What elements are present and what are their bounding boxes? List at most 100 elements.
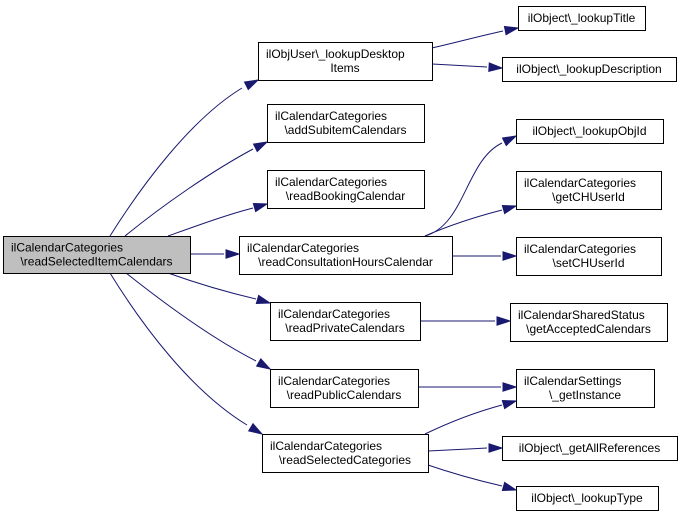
node-box[interactable] — [270, 302, 421, 341]
edge-n1-n8 — [431, 25, 520, 49]
node-n8[interactable]: ilObject\_lookupTitle — [518, 6, 646, 31]
edge-n4-n10 — [424, 135, 518, 237]
node-box[interactable] — [267, 170, 425, 209]
node-box[interactable] — [502, 436, 678, 461]
edge-line — [424, 463, 503, 487]
node-label-line: ilCalendarSettings — [524, 374, 621, 388]
arrowhead-icon — [503, 25, 520, 36]
arrowhead-icon — [488, 443, 504, 453]
node-n5[interactable]: ilCalendarCategories\readPrivateCalendar… — [270, 302, 421, 341]
node-box[interactable] — [516, 119, 664, 144]
edge-n4-n11 — [424, 205, 518, 237]
node-box[interactable] — [516, 171, 662, 210]
edge-line — [124, 148, 254, 237]
node-label-line: ilObjUser\_lookupDesktop — [266, 47, 405, 61]
node-label-line: ilCalendarSharedStatus — [518, 308, 645, 322]
node-n2[interactable]: ilCalendarCategories\addSubitemCalendars — [267, 104, 425, 143]
node-n6[interactable]: ilCalendarCategories\readPublicCalendars — [270, 369, 419, 408]
node-label-line: \readPublicCalendars — [287, 388, 402, 402]
node-label-line: ilObject\_getAllReferences — [519, 441, 660, 455]
edge-root-n1 — [109, 79, 260, 237]
node-label-line: ilCalendarCategories — [275, 109, 387, 123]
node-label-line: ilCalendarCategories — [524, 242, 636, 256]
edge-line — [424, 404, 503, 435]
arrowhead-icon — [501, 481, 518, 491]
edge-root-n7 — [109, 272, 264, 435]
node-box[interactable] — [3, 236, 191, 274]
edge-line — [125, 272, 257, 362]
arrowhead-icon — [247, 422, 264, 435]
node-n7[interactable]: ilCalendarCategories\readSelectedCategor… — [262, 434, 429, 473]
edge-n1-n9 — [431, 62, 504, 72]
arrowhead-icon — [501, 400, 518, 410]
node-label-line: ilCalendarCategories — [11, 241, 123, 255]
node-label-line: \readBookingCalendar — [286, 189, 405, 203]
node-n9[interactable]: ilObject\_lookupDescription — [502, 57, 677, 82]
edge-root-n6 — [125, 272, 272, 370]
arrowhead-icon — [501, 135, 518, 147]
node-root[interactable]: ilCalendarCategories\readSelectedItemCal… — [3, 236, 191, 274]
node-n12[interactable]: ilCalendarCategories\setCHUserId — [516, 237, 662, 276]
node-n11[interactable]: ilCalendarCategories\getCHUserId — [516, 171, 662, 210]
node-label-line: ilCalendarCategories — [524, 176, 636, 190]
node-label-line: \readSelectedItemCalendars — [20, 255, 172, 269]
node-n4[interactable]: ilCalendarCategories\readConsultationHou… — [239, 236, 453, 275]
edge-n7-n16 — [424, 463, 518, 491]
node-label-line: \getCHUserId — [552, 190, 625, 204]
node-box[interactable] — [502, 57, 677, 82]
arrowhead-icon — [501, 205, 518, 215]
edge-root-n2 — [124, 141, 269, 237]
node-label-line: ilCalendarCategories — [247, 241, 359, 255]
edge-n7-n15 — [427, 443, 504, 453]
node-box[interactable] — [270, 369, 419, 408]
edge-line — [424, 209, 503, 237]
node-box[interactable] — [510, 303, 668, 342]
node-label-line: \addSubitemCalendars — [284, 123, 406, 137]
node-box[interactable] — [516, 369, 655, 408]
node-n10[interactable]: ilObject\_lookupObjId — [516, 119, 664, 144]
node-label-line: ilCalendarCategories — [270, 439, 382, 453]
node-label-line: ilCalendarCategories — [278, 307, 390, 321]
nodes-layer: ilCalendarCategories\readSelectedItemCal… — [3, 6, 678, 511]
edge-line — [167, 207, 254, 237]
node-label-line: \getAcceptedCalendars — [526, 322, 651, 336]
edge-root-n5 — [167, 272, 272, 304]
edge-line — [431, 63, 488, 68]
node-box[interactable] — [239, 236, 453, 275]
arrowhead-icon — [255, 358, 272, 370]
node-n15[interactable]: ilObject\_getAllReferences — [502, 436, 678, 461]
arrowhead-icon — [488, 62, 504, 72]
node-box[interactable] — [267, 104, 425, 143]
node-label-line: ilObject\_lookupType — [531, 491, 643, 505]
edge-line — [427, 447, 488, 452]
node-box[interactable] — [518, 6, 646, 31]
arrowhead-icon — [502, 382, 518, 392]
node-n3[interactable]: ilCalendarCategories\readBookingCalendar — [267, 170, 425, 209]
node-box[interactable] — [516, 486, 659, 511]
node-label-line: \setCHUserId — [552, 256, 624, 270]
node-label-line: ilObject\_lookupObjId — [532, 124, 646, 138]
node-label-line: \readSelectedCategories — [279, 453, 411, 467]
node-label-line: \readPrivateCalendars — [285, 321, 404, 335]
edge-root-n3 — [167, 203, 269, 237]
arrowhead-icon — [502, 251, 518, 261]
edges-layer — [109, 25, 520, 491]
node-n13[interactable]: ilCalendarSharedStatus\getAcceptedCalend… — [510, 303, 668, 342]
node-label-line: ilObject\_lookupDescription — [516, 62, 661, 76]
arrowhead-icon — [252, 203, 269, 213]
edge-line — [167, 272, 257, 300]
arrowhead-icon — [255, 294, 272, 304]
edge-line — [109, 87, 243, 237]
node-n14[interactable]: ilCalendarSettings\_getInstance — [516, 369, 655, 408]
edge-line — [424, 142, 503, 237]
node-box[interactable] — [258, 42, 433, 81]
node-n16[interactable]: ilObject\_lookupType — [516, 486, 659, 511]
node-box[interactable] — [262, 434, 429, 473]
edge-n5-n13 — [420, 316, 512, 326]
edge-root-n4 — [190, 249, 241, 259]
arrowhead-icon — [252, 141, 269, 153]
node-label-line: ilObject\_lookupTitle — [528, 11, 636, 25]
node-box[interactable] — [516, 237, 662, 276]
